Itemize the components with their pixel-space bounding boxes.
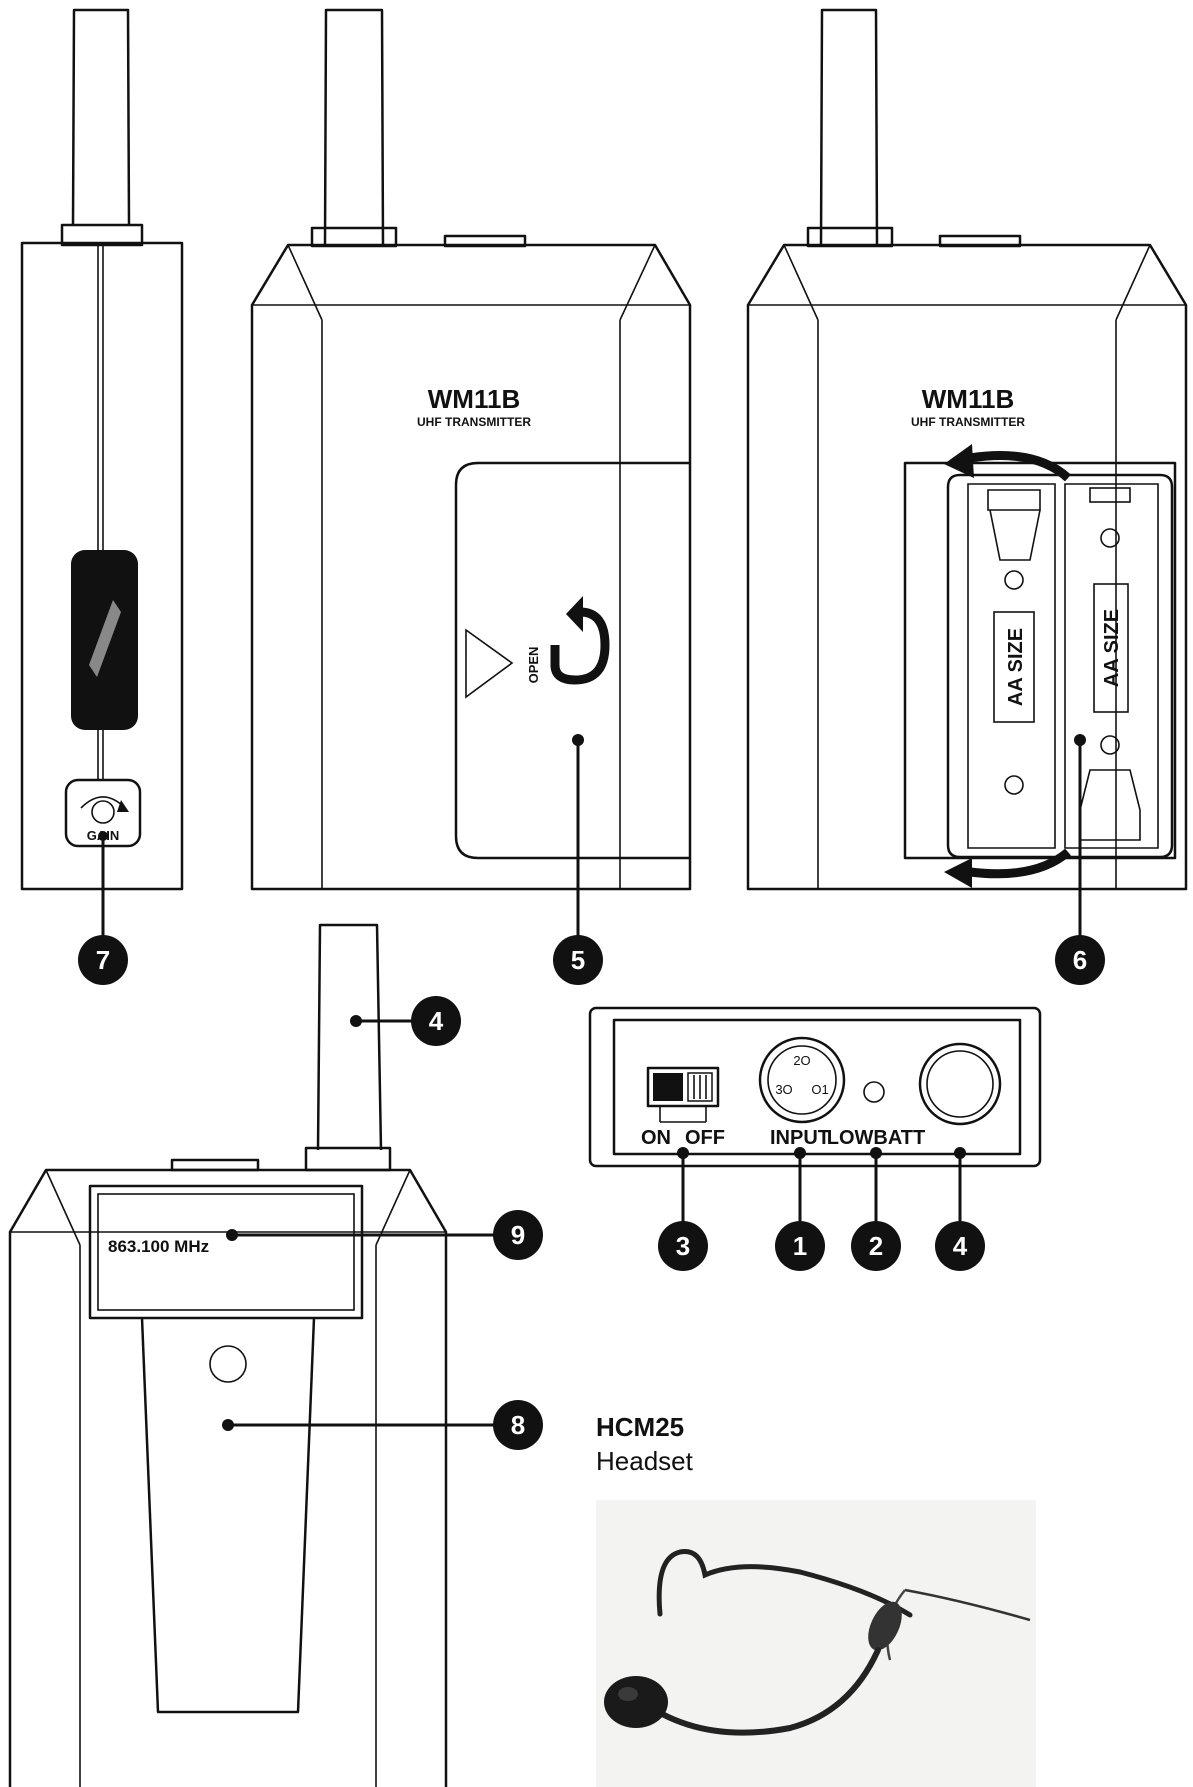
headset-model-label: HCM25 (596, 1412, 684, 1442)
gain-knob[interactable]: GAIN (64, 778, 142, 848)
battery-label-right: AA SIZE (1101, 609, 1123, 687)
top-control-panel: ON OFF 2O 3O O1 INPUT LOWBATT (588, 1006, 1042, 1230)
callout-6: 6 (1055, 935, 1105, 985)
curved-arrow-bottom-icon (944, 848, 1071, 888)
svg-text:3: 3 (676, 1231, 690, 1261)
input-label: INPUT (770, 1127, 830, 1149)
battery-compartment: AA SIZE AA SIZE (903, 444, 1177, 888)
switch-off-label: OFF (685, 1127, 725, 1149)
svg-text:8: 8 (511, 1410, 525, 1440)
svg-text:4: 4 (429, 1006, 444, 1036)
switch-on-label: ON (641, 1127, 671, 1149)
callout-5: 5 (553, 935, 603, 985)
back-subtitle-label: UHF TRANSMITTER (911, 415, 1025, 429)
side-view-transmitter: GAIN (20, 8, 184, 945)
pin-label-3: 3O (775, 1082, 792, 1097)
headset-name-label: Headset (596, 1446, 694, 1476)
front-model-label: WM11B (428, 384, 520, 414)
callout-4-antenna: 4 (411, 996, 461, 1046)
callout-3: 3 (658, 1221, 708, 1271)
frequency-label: 863.100 MHz (108, 1237, 209, 1256)
battery-slot-right: AA SIZE (1079, 487, 1141, 841)
open-arrow-icon (550, 596, 610, 685)
pin-label-1: O1 (811, 1082, 828, 1097)
callout-4-connector: 4 (935, 1221, 985, 1271)
front-subtitle-label: UHF TRANSMITTER (417, 415, 531, 429)
curved-arrow-top-icon (944, 444, 1072, 482)
svg-text:2: 2 (869, 1231, 883, 1261)
callout-8: 8 (493, 1400, 543, 1450)
callout-2: 2 (851, 1221, 901, 1271)
back-model-label: WM11B (922, 384, 1014, 414)
battery-slot-left: AA SIZE (987, 489, 1041, 795)
lowbatt-label: LOWBATT (827, 1127, 926, 1149)
side-display-window (71, 550, 138, 730)
input-connector[interactable]: 2O 3O O1 INPUT (758, 1036, 846, 1149)
headset-photo (596, 1500, 1036, 1787)
lowbatt-indicator: LOWBATT (827, 1081, 926, 1149)
svg-text:1: 1 (793, 1231, 807, 1261)
pin-label-2: 2O (793, 1053, 810, 1068)
power-switch[interactable]: ON OFF (641, 1066, 725, 1149)
battery-label-left: AA SIZE (1005, 628, 1027, 706)
rear-view-transmitter: 863.100 MHz (8, 923, 498, 1787)
svg-text:4: 4 (953, 1231, 968, 1261)
belt-clip (140, 1317, 316, 1714)
back-view-transmitter-open: WM11B UHF TRANSMITTER AA SIZE AA SIZE (746, 8, 1188, 945)
callout-7: 7 (78, 935, 128, 985)
antenna-connector (918, 1042, 1002, 1126)
svg-text:5: 5 (571, 945, 585, 975)
front-view-transmitter: WM11B UHF TRANSMITTER OPEN (250, 8, 692, 945)
callout-9: 9 (493, 1210, 543, 1260)
open-label: OPEN (526, 647, 541, 684)
svg-text:6: 6 (1073, 945, 1087, 975)
svg-text:7: 7 (96, 945, 110, 975)
frequency-label-plate: 863.100 MHz (88, 1184, 364, 1320)
battery-cover[interactable]: OPEN (454, 461, 690, 860)
svg-text:9: 9 (511, 1220, 525, 1250)
callout-1: 1 (775, 1221, 825, 1271)
